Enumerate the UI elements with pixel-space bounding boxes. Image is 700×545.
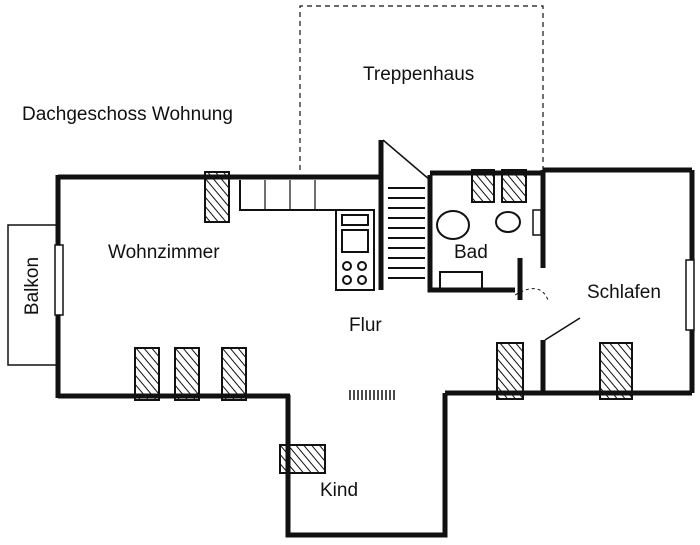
window <box>174 347 200 401</box>
plan-title: Dachgeschoss Wohnung <box>22 104 233 125</box>
room-label-wohnzimmer: Wohnzimmer <box>108 242 220 263</box>
room-label-bad: Bad <box>454 242 488 263</box>
room-label-treppenhaus: Treppenhaus <box>363 64 475 85</box>
window <box>496 342 524 400</box>
windows <box>134 169 633 474</box>
window <box>279 444 326 474</box>
room-label-balkon: Balkon <box>22 256 43 316</box>
window <box>204 171 230 223</box>
stairwell-outline <box>299 5 544 170</box>
room-label-kind: Kind <box>320 480 359 501</box>
window <box>134 347 160 401</box>
room-label-flur: Flur <box>349 315 382 336</box>
window <box>221 347 247 401</box>
toilet <box>495 211 521 233</box>
window <box>599 342 633 400</box>
sink <box>436 210 470 240</box>
kitchen-counter <box>335 209 375 291</box>
outer-walls <box>55 140 695 538</box>
stairs <box>388 187 425 279</box>
window <box>471 169 495 203</box>
window <box>501 169 527 203</box>
room-label-schlafen: Schlafen <box>587 282 661 303</box>
shower <box>439 271 483 291</box>
